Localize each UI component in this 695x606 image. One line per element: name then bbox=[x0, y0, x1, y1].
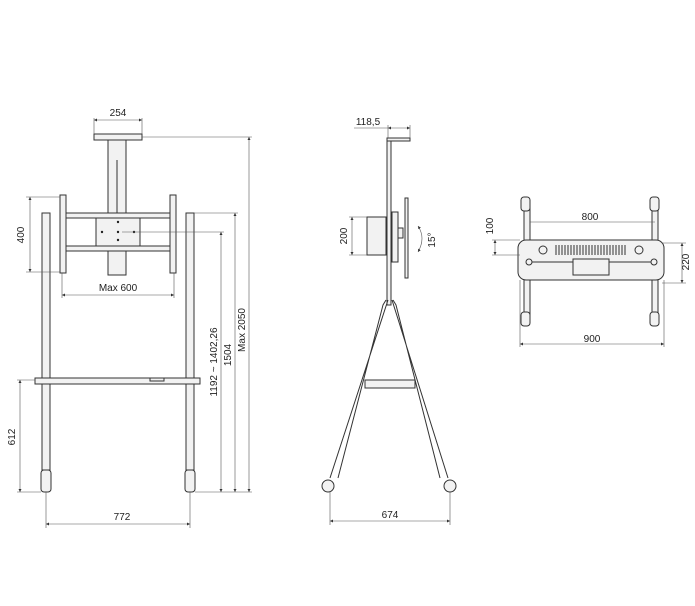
dim-100: 100 bbox=[485, 217, 496, 234]
vent-slots bbox=[555, 245, 626, 255]
dim-400: 400 bbox=[16, 226, 27, 243]
left-upright bbox=[41, 212, 51, 471]
right-rail bbox=[169, 194, 177, 274]
dim-900: 900 bbox=[584, 334, 601, 345]
tilt-15: 15° bbox=[427, 232, 438, 247]
top-plate bbox=[93, 133, 143, 141]
left-caster bbox=[40, 469, 52, 493]
side-view: 118,5 200 15° 674 bbox=[321, 117, 457, 525]
side-right-caster bbox=[443, 479, 457, 493]
mount-bottom-bar bbox=[59, 245, 177, 252]
right-upright bbox=[185, 212, 195, 471]
dim-254: 254 bbox=[110, 108, 127, 119]
dim-800: 800 bbox=[582, 212, 599, 223]
dim-max-2050: Max 2050 bbox=[237, 308, 248, 352]
dim-118-5: 118,5 bbox=[356, 117, 381, 128]
left-rail bbox=[59, 194, 67, 274]
side-column bbox=[386, 139, 392, 306]
screen-plate bbox=[404, 197, 409, 279]
dim-200: 200 bbox=[339, 227, 350, 244]
dim-612: 612 bbox=[7, 428, 18, 445]
center-bracket bbox=[572, 258, 610, 276]
shelf bbox=[34, 377, 201, 385]
right-caster bbox=[184, 469, 196, 493]
dim-674: 674 bbox=[382, 510, 399, 521]
side-box bbox=[366, 216, 387, 256]
dim-1504: 1504 bbox=[223, 343, 234, 366]
front-view: 254 400 Max 600 612 772 1192 ~ 1402,26 1… bbox=[7, 108, 252, 528]
dim-772: 772 bbox=[114, 512, 131, 523]
side-arm bbox=[386, 137, 411, 142]
dim-center-height: 1192 ~ 1402,26 bbox=[209, 327, 220, 396]
mount-top-bar bbox=[59, 212, 177, 219]
dim-220: 220 bbox=[681, 253, 692, 270]
side-left-caster bbox=[321, 479, 335, 493]
top-view: 800 100 220 900 bbox=[485, 196, 692, 347]
side-shelf bbox=[364, 379, 416, 389]
dim-max-600: Max 600 bbox=[99, 283, 138, 294]
